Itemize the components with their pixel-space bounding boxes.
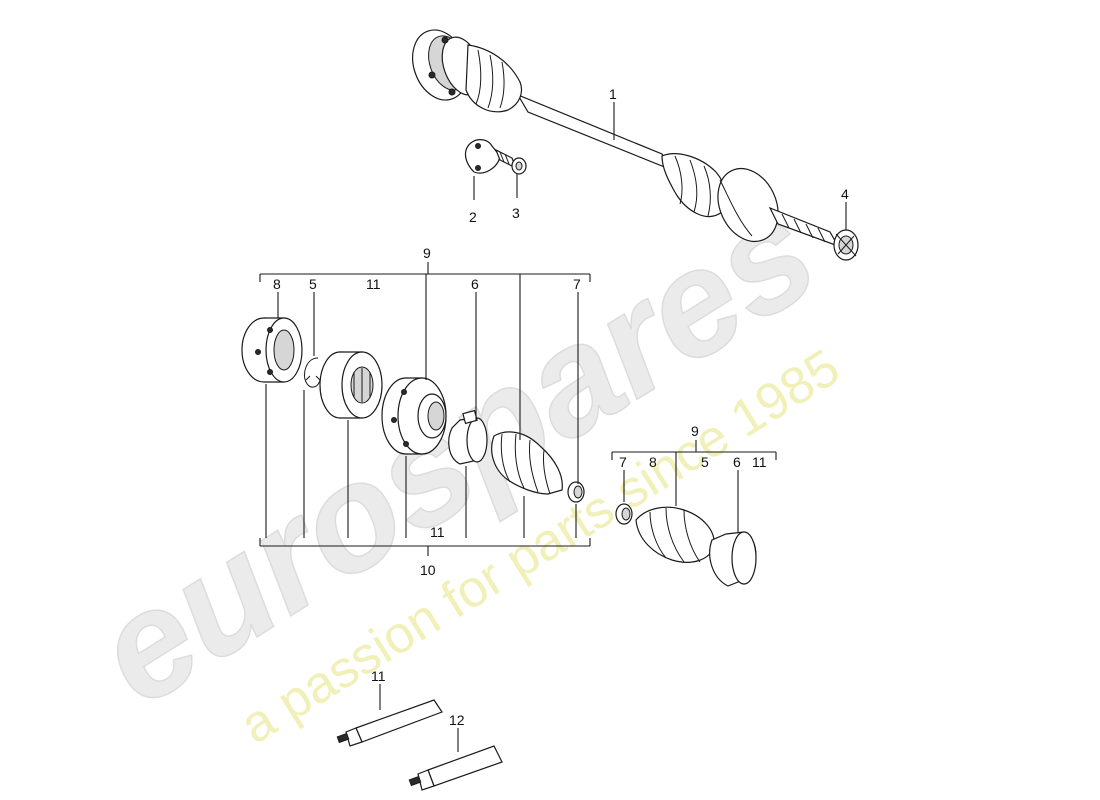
callout-6-right: 6	[733, 454, 741, 470]
grease-tube-11	[336, 699, 443, 747]
callout-9-right: 9	[691, 423, 699, 439]
drive-shaft	[412, 29, 840, 248]
callout-labels: 1 2 3 4 9 8 5 11 6 7 11 10 9 7 8 5 6 11 …	[273, 86, 849, 728]
circlip	[304, 357, 321, 388]
callout-6: 6	[471, 276, 479, 292]
boot-right	[635, 506, 715, 563]
hose-clamp-right	[709, 531, 757, 587]
socket-bolt	[494, 148, 527, 175]
grease-tube-12	[408, 745, 503, 791]
small-clamp	[567, 481, 585, 503]
small-clamp-right	[615, 503, 633, 525]
callout-8: 8	[273, 276, 281, 292]
callout-11-bottom: 11	[430, 524, 445, 540]
callout-11-right: 11	[752, 454, 767, 470]
callout-3: 3	[512, 205, 520, 221]
callout-5: 5	[309, 276, 317, 292]
callout-10: 10	[420, 562, 436, 578]
leader-lines	[259, 102, 847, 752]
cv-joint-ball-race	[319, 351, 383, 419]
boot-kit-right	[615, 503, 757, 587]
callout-7: 7	[573, 276, 581, 292]
collar-nut	[833, 229, 859, 261]
hose-clamp	[448, 409, 488, 465]
callout-11-top: 11	[366, 276, 381, 292]
callout-2: 2	[469, 209, 477, 225]
callout-1: 1	[609, 86, 617, 102]
callout-7-right: 7	[619, 454, 627, 470]
joint-cover	[241, 317, 303, 383]
joint-flange	[381, 377, 447, 455]
callout-11-tube: 11	[371, 668, 386, 684]
callout-9-kit: 9	[423, 245, 431, 261]
callout-12-tube: 12	[449, 712, 465, 728]
lock-plate	[464, 139, 501, 174]
callout-4: 4	[841, 186, 849, 202]
callout-8-right: 8	[649, 454, 657, 470]
callout-5-right: 5	[701, 454, 709, 470]
joint-boot	[491, 431, 563, 495]
